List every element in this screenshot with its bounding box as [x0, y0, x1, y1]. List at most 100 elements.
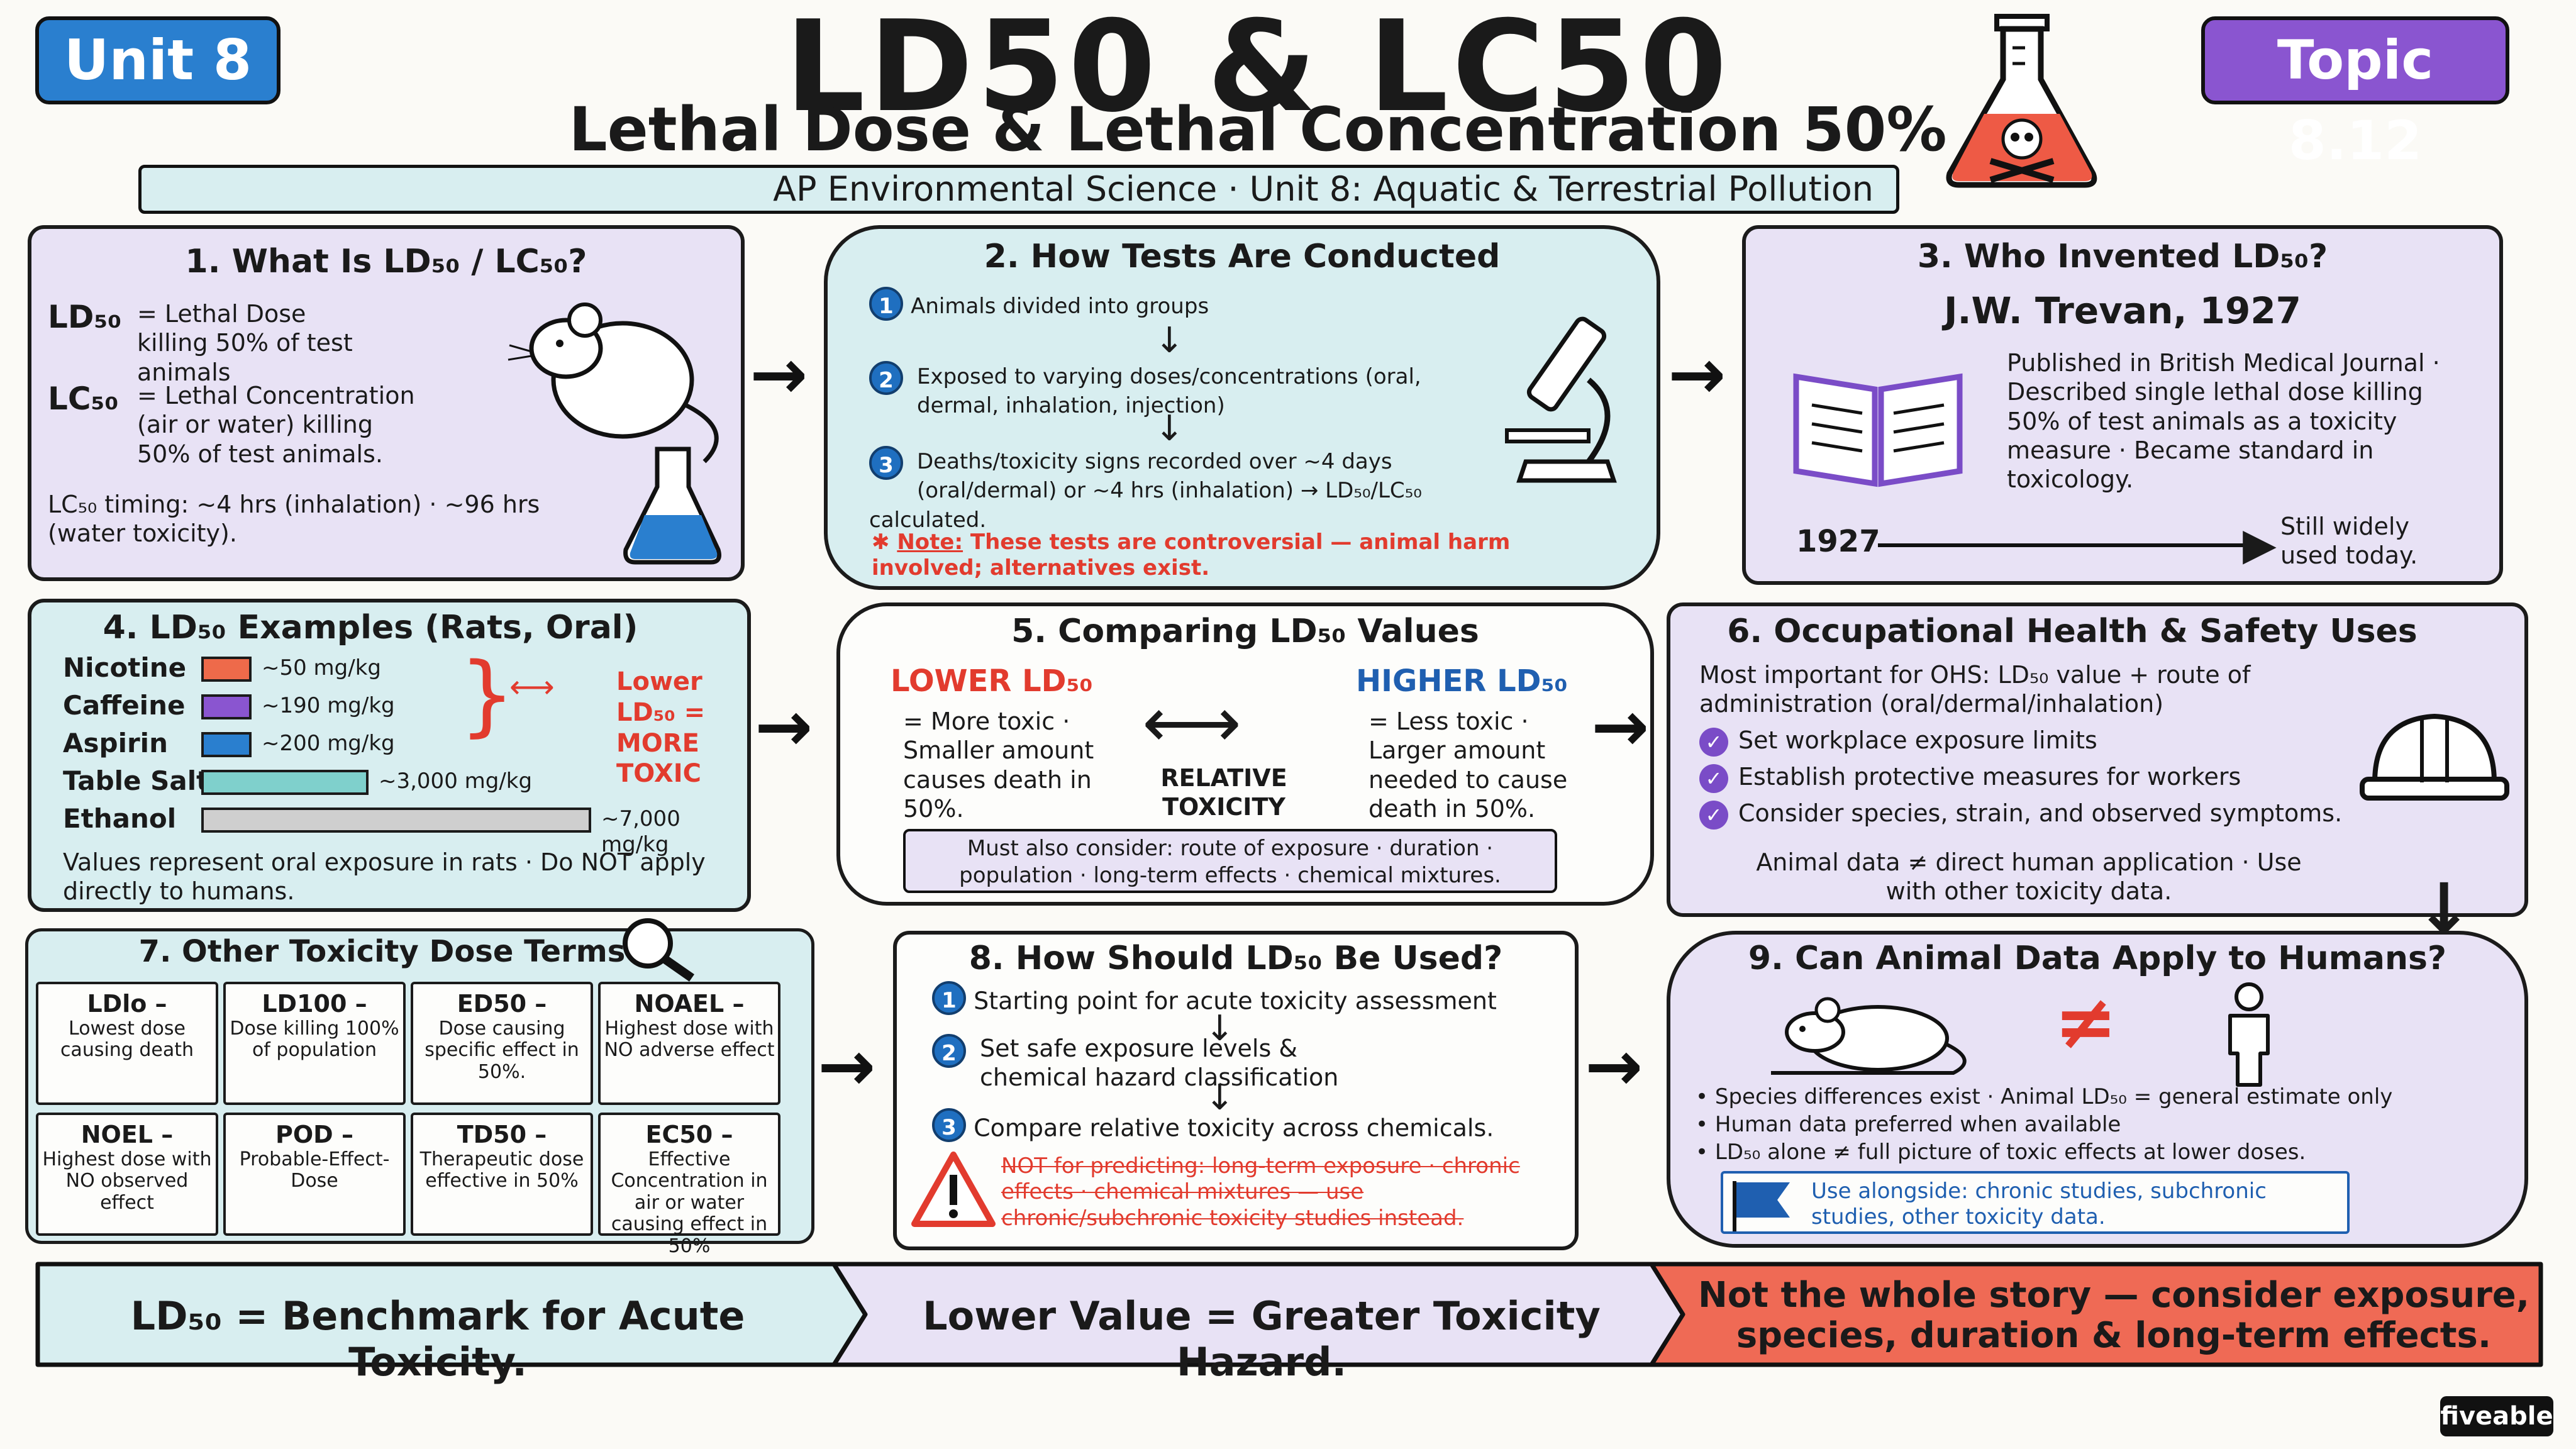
term-definition: Effective Concentration in air or water … — [611, 1148, 768, 1257]
human-bullet-1-text: Species differences exist · Animal LD₅₀ … — [1714, 1084, 2393, 1109]
arrow-down-icon: ↓ — [1205, 1008, 1235, 1049]
lower-ld50-text: = More toxic · Smaller amount causes dea… — [903, 708, 1094, 823]
unit-badge-label: Unit 8 — [64, 28, 252, 92]
page-subtitle: Lethal Dose & Lethal Concentration 50% — [569, 94, 1947, 165]
section-dose-terms: 7. Other Toxicity Dose Terms LDlo –Lowes… — [25, 918, 814, 1257]
section-4-title: 4. LD₅₀ Examples (Rats, Oral) — [103, 609, 638, 647]
term-definition: Dose killing 100% of population — [230, 1017, 399, 1062]
microscope-icon — [1505, 316, 1617, 483]
use-step-1-text: Starting point for acute toxicity assess… — [974, 987, 1497, 1015]
course-bar-text: AP Environmental Science · Unit 8: Aquat… — [773, 169, 1874, 209]
section-2-title: 2. How Tests Are Conducted — [984, 238, 1501, 275]
unit-badge: Unit 8 — [35, 16, 280, 104]
hard-hat-icon — [2360, 713, 2509, 801]
brace-icon: } — [459, 644, 516, 747]
higher-ld50-text: = Less toxic · Larger amount needed to c… — [1368, 708, 1568, 823]
bar-value-label: ~50 mg/kg — [262, 655, 381, 680]
summary-banner: LD₅₀ = Benchmark for Acute Toxicity. Low… — [35, 1262, 2545, 1385]
use-step-2: 2 Set safe exposure levels & chemical haz… — [932, 1034, 1385, 1092]
bar-category-label: Table Salt — [63, 765, 209, 796]
section-3-title: 3. Who Invented LD₅₀? — [1917, 238, 2328, 275]
term-definition: Probable-Effect-Dose — [239, 1148, 390, 1192]
bar — [201, 657, 252, 682]
term-name: LD100 – — [262, 990, 367, 1018]
term-name: POD – — [275, 1121, 353, 1148]
note-text: These tests are controversial — animal h… — [872, 530, 1511, 581]
topic-badge-label: Topic 8.12 — [2277, 29, 2434, 172]
inventor-name: J.W. Trevan, 1927 — [1943, 289, 2302, 332]
term-cell: LDlo –Lowest dose causing death — [36, 982, 218, 1105]
ohs-item-2-text: Establish protective measures for worker… — [1738, 763, 2241, 791]
section-what-is: 1. What Is LD₅₀ / LC₅₀? LD₅₀ = Lethal Do… — [28, 225, 745, 581]
arrow-right-icon: → — [750, 334, 808, 414]
inventor-text: Published in British Medical Journal · D… — [2007, 349, 2440, 494]
use-step-2-text: Set safe exposure levels & chemical haza… — [980, 1035, 1339, 1092]
section-comparing: 5. Comparing LD₅₀ Values LOWER LD₅₀ = Mo… — [836, 602, 1654, 906]
term-name: ED50 – — [457, 990, 547, 1018]
term-definition: Therapeutic dose effective in 50% — [419, 1148, 584, 1192]
human-bullet-3: • LD₅₀ alone ≠ full picture of toxic eff… — [1696, 1140, 2306, 1165]
term-cell: POD –Probable-Effect-Dose — [223, 1113, 406, 1236]
bar-category-label: Ethanol — [63, 803, 177, 834]
not-equal-sign: ≠ — [2054, 979, 2118, 1066]
step-3-badge: 3 — [869, 446, 903, 480]
bar-value-label: ~200 mg/kg — [262, 731, 395, 756]
bar — [201, 732, 252, 757]
bar-category-label: Caffeine — [63, 690, 186, 721]
test-note: ✱ Note: These tests are controversial — … — [872, 530, 1538, 582]
arrow-right-icon: → — [1591, 686, 1650, 767]
arrow-right-icon: → — [818, 1026, 876, 1106]
step-2-badge: 2 — [932, 1034, 966, 1068]
term-name: EC50 – — [645, 1121, 733, 1148]
section-how-tests: 2. How Tests Are Conducted 1 Animals div… — [824, 225, 1660, 590]
lc50-timing: LC₅₀ timing: ~4 hrs (inhalation) · ~96 h… — [48, 491, 540, 548]
section-who-invented: 3. Who Invented LD₅₀? J.W. Trevan, 1927 … — [1742, 225, 2503, 585]
section-5-title: 5. Comparing LD₅₀ Values — [1011, 613, 1479, 650]
timeline-arrow — [1878, 543, 2255, 547]
bar — [201, 694, 252, 719]
lc50-definition: = Lethal Concentration (air or water) ki… — [137, 382, 415, 468]
use-alongside-text: Use alongside: chronic studies, subchron… — [1811, 1179, 2267, 1230]
term-definition: Highest dose with NO adverse effect — [604, 1017, 775, 1062]
use-step-3: 3 Compare relative toxicity across chemi… — [932, 1108, 1561, 1143]
summary-lower-value: Lower Value = Greater Toxicity Hazard. — [923, 1293, 1601, 1385]
section-ohs-uses: 6. Occupational Health & Safety Uses Mos… — [1667, 602, 2528, 917]
bar-value-label: ~190 mg/kg — [262, 693, 395, 718]
asterisk-icon: ✱ — [872, 530, 897, 555]
lower-ld50-heading: LOWER LD₅₀ — [891, 663, 1093, 699]
consider-box: Must also consider: route of exposure · … — [903, 829, 1557, 893]
lc50-term: LC₅₀ — [48, 380, 119, 417]
rat-icon — [508, 303, 719, 464]
ohs-item-2: ✓ Establish protective measures for worke… — [1699, 762, 2404, 793]
arrow-right-icon: → — [755, 686, 813, 767]
bar-value-label: ~3,000 mg/kg — [379, 769, 533, 794]
check-icon: ✓ — [1699, 727, 1728, 757]
test-step-1: 1 Animals divided into groups — [869, 287, 1448, 321]
section-9-title: 9. Can Animal Data Apply to Humans? — [1748, 940, 2447, 977]
test-step-1-text: Animals divided into groups — [911, 293, 1209, 319]
human-bullet-3-text: LD₅₀ alone ≠ full picture of toxic effec… — [1714, 1140, 2306, 1165]
ohs-footer: Animal data ≠ direct human application ·… — [1756, 848, 2302, 906]
ohs-intro: Most important for OHS: LD₅₀ value + rou… — [1699, 661, 2251, 718]
terms-grid: LDlo –Lowest dose causing death LD100 –Do… — [36, 982, 809, 1257]
human-bullet-2: • Human data preferred when available — [1696, 1112, 2121, 1137]
use-alongside-box: Use alongside: chronic studies, subchron… — [1721, 1171, 2350, 1234]
warning-icon — [911, 1152, 996, 1227]
term-name: NOAEL – — [634, 990, 745, 1018]
not-for-warning: NOT for predicting: long-term exposure ·… — [1001, 1153, 1520, 1231]
test-step-3: 3 Deaths/toxicity signs recorded over ~4… — [869, 446, 1435, 533]
banner-shapes — [35, 1262, 2543, 1367]
section-how-used: 8. How Should LD₅₀ Be Used? 1 Starting p… — [893, 931, 1579, 1250]
step-1-badge: 1 — [932, 981, 966, 1015]
test-step-2: 2 Exposed to varying doses/concentration… — [869, 361, 1435, 419]
summary-benchmark: LD₅₀ = Benchmark for Acute Toxicity. — [130, 1293, 745, 1385]
section-6-title: 6. Occupational Health & Safety Uses — [1727, 613, 2418, 650]
term-name: TD50 – — [457, 1121, 547, 1148]
test-step-3-text: Deaths/toxicity signs recorded over ~4 d… — [869, 449, 1422, 533]
check-icon: ✓ — [1699, 763, 1728, 793]
ohs-item-1-text: Set workplace exposure limits — [1738, 726, 2097, 754]
term-cell: NOAEL –Highest dose with NO adverse effe… — [598, 982, 780, 1105]
consider-text: Must also consider: route of exposure · … — [959, 836, 1501, 888]
brand-logo-text: fiveable — [2440, 1402, 2553, 1431]
term-cell: TD50 –Therapeutic dose effective in 50% — [411, 1113, 593, 1236]
